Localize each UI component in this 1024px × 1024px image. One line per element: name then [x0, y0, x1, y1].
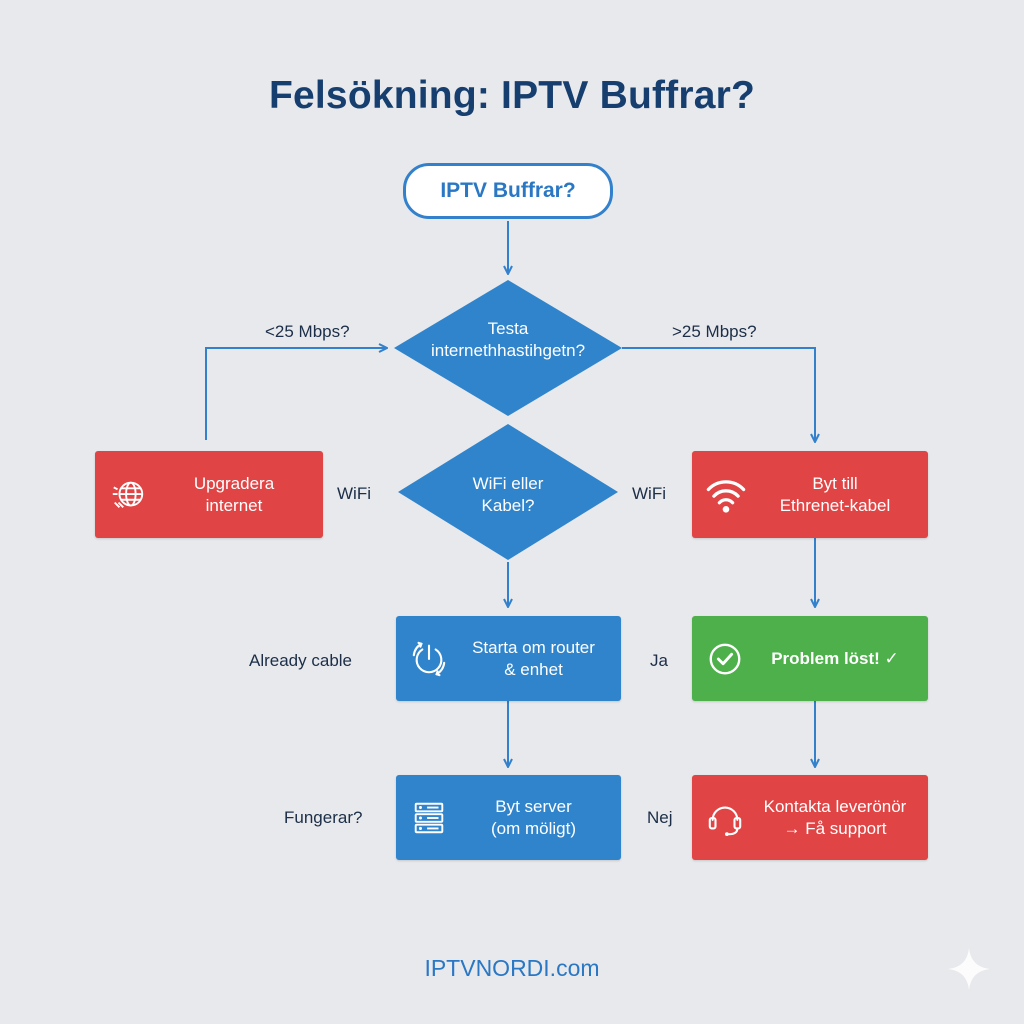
support-line2: → Få support — [783, 818, 887, 838]
label-ja: Ja — [650, 651, 668, 670]
upgrade-line1: Upgradera — [193, 473, 275, 493]
sparkle-icon — [948, 948, 990, 990]
label-already-cable: Already cable — [249, 651, 353, 670]
ethernet-line2: Ethrenet-kabel — [779, 495, 891, 515]
label-nej: Nej — [647, 808, 673, 827]
label-wifi-left: WiFi — [337, 484, 371, 503]
restart-line2: & enhet — [504, 659, 563, 679]
footer-website: IPTVNORDI.com — [424, 955, 600, 981]
wifi-icon — [706, 479, 746, 513]
server-line1: Byt server — [495, 796, 572, 816]
decision-speed-line1: Testa — [487, 319, 529, 338]
decision-speed-shape — [394, 280, 622, 416]
connector-speed-left-in — [205, 348, 386, 440]
ethernet-line1: Byt till — [812, 473, 858, 493]
label-wifi-right: WiFi — [632, 484, 666, 503]
restart-line1: Starta om router — [472, 637, 595, 657]
upgrade-line2: internet — [205, 495, 263, 515]
page-title: Felsökning: IPTV Buffrar? — [268, 74, 756, 117]
label-speed-high: >25 Mbps? — [672, 322, 757, 341]
restart-router-node: Starta om router & enhet — [396, 616, 621, 701]
support-line1: Kontakta leverönör — [763, 796, 907, 816]
server-icon — [414, 802, 444, 833]
decision-connection: WiFi eller Kabel? — [428, 473, 588, 517]
change-server-node: Byt server (om möligt) — [396, 775, 621, 860]
check-circle-icon — [709, 643, 741, 674]
label-speed-low: <25 Mbps? — [265, 322, 350, 341]
decision-speed-line2: internethhastihgetn? — [430, 341, 586, 360]
solved-line1: Problem löst! ✓ — [771, 648, 899, 668]
connector-speed-right — [622, 347, 815, 441]
problem-solved-node: Problem löst! ✓ — [692, 616, 928, 701]
switch-ethernet-node: Byt till Ethrenet-kabel — [692, 451, 928, 538]
headset-icon — [708, 806, 742, 836]
restart-icon — [412, 641, 446, 676]
server-line2: (om möligt) — [490, 818, 576, 838]
globe-icon — [112, 481, 144, 508]
contact-support-node: Kontakta leverönör → Få support — [692, 775, 928, 860]
decision-connection-shape — [398, 424, 618, 560]
decision-connection-line2: Kabel? — [481, 496, 535, 515]
upgrade-internet-node: Upgradera internet — [95, 451, 323, 538]
decision-speed: Testa internethhastihgetn? — [408, 318, 608, 362]
start-node: IPTV Buffrar? — [403, 163, 613, 219]
decision-connection-line1: WiFi eller — [472, 474, 544, 493]
label-fungerar: Fungerar? — [284, 808, 363, 827]
